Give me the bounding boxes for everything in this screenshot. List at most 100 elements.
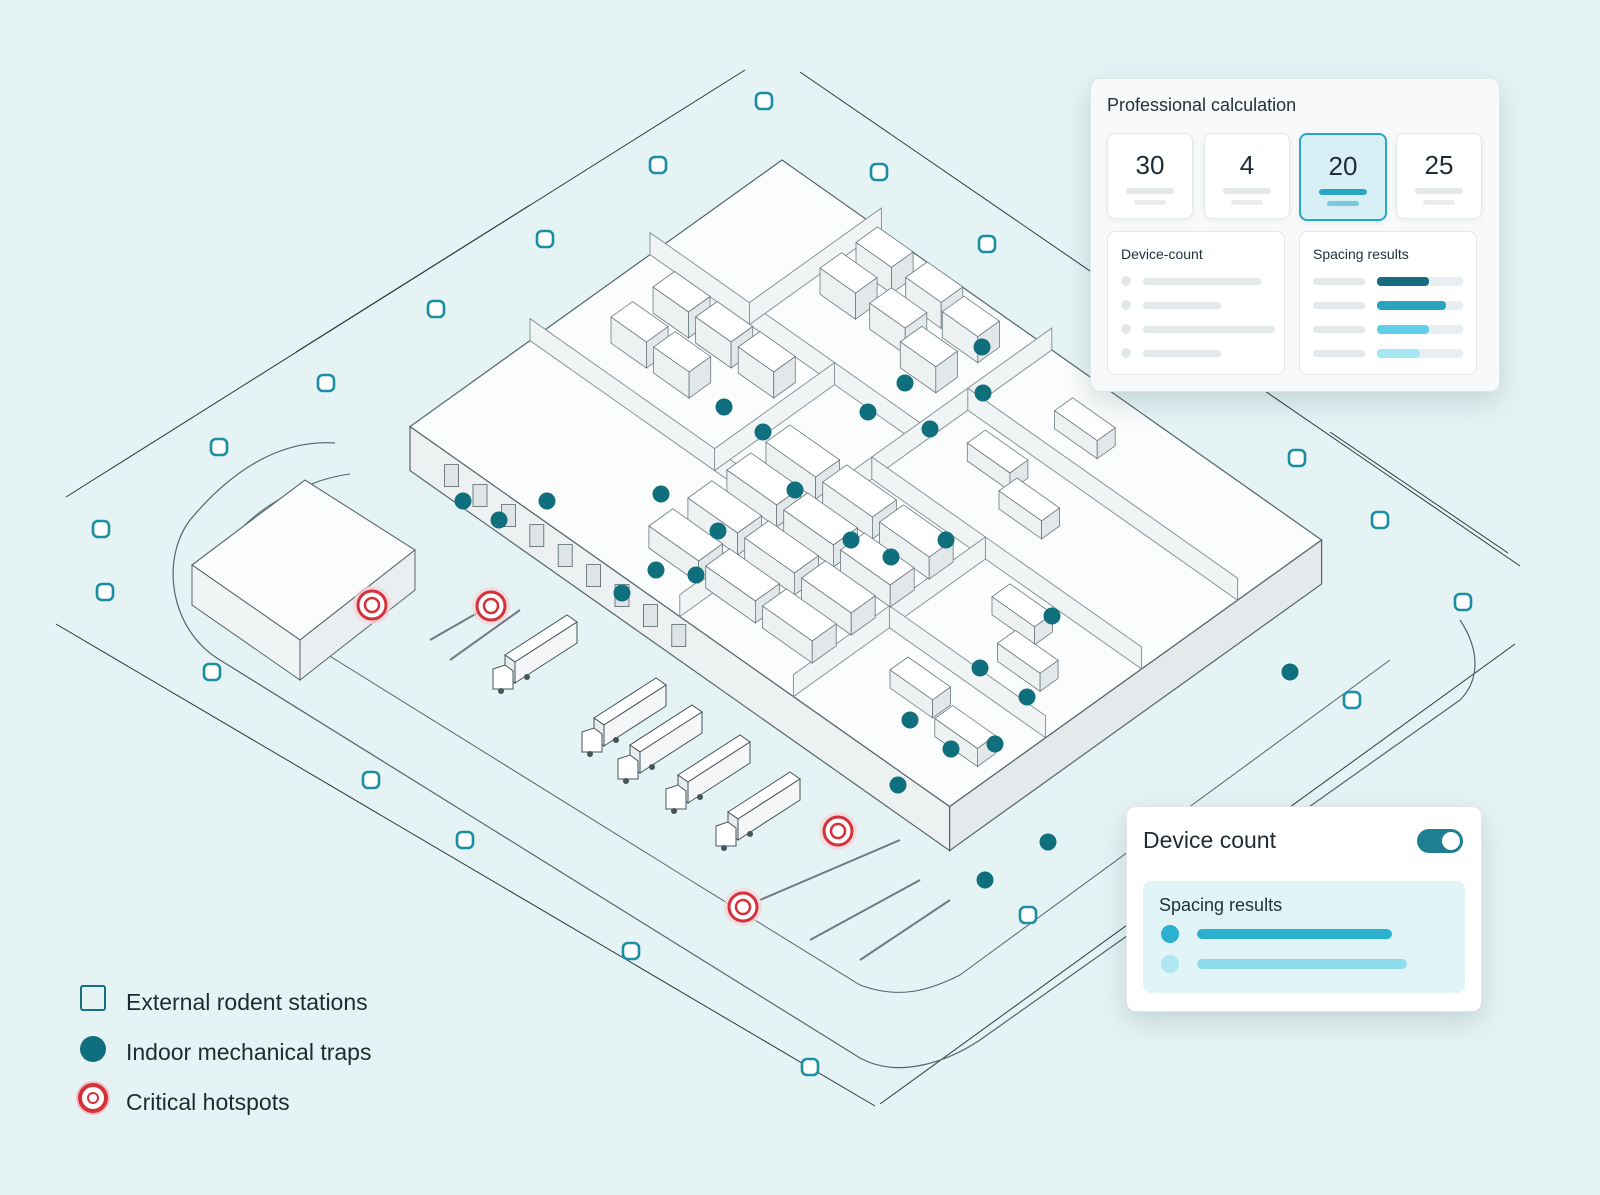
indoor-trap-icon: [80, 1036, 106, 1062]
hotspot-ring: [475, 590, 507, 622]
indoor-trap-icon: [921, 420, 939, 438]
truck-wheel: [587, 751, 593, 757]
external-stations: [91, 91, 1473, 1077]
indoor-trap-icon: [974, 384, 992, 402]
external-station-icon: [202, 662, 222, 682]
metric-caption-line: [1231, 200, 1263, 205]
metric-caption-line: [1126, 188, 1174, 194]
dock-door: [586, 564, 601, 587]
indoor-trap-icon: [647, 561, 665, 579]
dock-ramp: [859, 899, 951, 961]
external-station-icon: [621, 941, 641, 961]
external-station-icon: [1370, 510, 1390, 530]
truck-icon: [617, 704, 703, 784]
metric-tile-3-selected[interactable]: 20: [1299, 133, 1387, 221]
annex-wall: [191, 564, 301, 681]
legend-item-external: External rodent stations: [78, 985, 478, 1019]
indoor-trap-icon: [971, 659, 989, 677]
spacing-result-track: [1377, 277, 1463, 286]
equipment-bench-side: [1096, 427, 1116, 460]
indoor-trap-icon: [538, 492, 556, 510]
truck-icon: [492, 614, 578, 694]
hotspot-icon: [724, 888, 762, 926]
legend-label-external: External rodent stations: [126, 989, 368, 1015]
indoor-trap-icon: [937, 531, 955, 549]
spacing-results-panel-title: Spacing results: [1313, 246, 1409, 262]
indoor-trap-icon: [754, 423, 772, 441]
indoor-trap-icon: [1043, 607, 1061, 625]
external-station-icon: [1342, 690, 1362, 710]
truck-trailer-side: [514, 621, 578, 684]
dock-door: [671, 624, 687, 647]
spacing-result-row: [1313, 300, 1463, 310]
external-station-icon: [455, 830, 475, 850]
metric-caption-line: [1319, 189, 1367, 195]
dock-ramp: [759, 839, 901, 901]
device-count-toggle[interactable]: [1417, 829, 1463, 853]
device-count-row: [1121, 324, 1275, 334]
dock-door: [444, 464, 460, 488]
spacing-result-track: [1377, 301, 1463, 310]
metric-tile-4[interactable]: 25: [1396, 133, 1482, 219]
truck-wheel: [697, 794, 703, 800]
truck-cab: [581, 727, 603, 753]
spacing-result-label: [1313, 326, 1365, 333]
equipment-bench-side: [1041, 507, 1060, 540]
device-count-row: [1121, 300, 1271, 310]
external-station-icon: [361, 770, 381, 790]
external-station-icon: [800, 1057, 820, 1077]
hotspot-ring: [822, 815, 854, 847]
dock-door: [643, 604, 658, 627]
dimension-line: [55, 623, 876, 1107]
external-station-icon: [1287, 448, 1307, 468]
dock-ramp: [809, 879, 921, 941]
external-station-icon: [426, 299, 446, 319]
truck-trailer-side: [639, 711, 703, 774]
indoor-trap-icon: [1018, 688, 1036, 706]
spacing-dot: [1161, 925, 1179, 943]
spacing-result-fill: [1377, 325, 1429, 334]
critical-hotspots: [353, 586, 857, 926]
device-count-panel: Device-count: [1107, 231, 1285, 375]
external-station-icon: [80, 985, 106, 1011]
cold-storage-unit-side: [850, 595, 876, 636]
truck-cab: [492, 664, 514, 690]
hotspot-ring: [356, 589, 388, 621]
indoor-trap-icon: [687, 566, 705, 584]
external-station-icon: [1453, 592, 1473, 612]
equipment-bench-side: [1039, 659, 1059, 693]
truck-wheel: [649, 764, 655, 770]
indoor-trap-icon: [613, 584, 631, 602]
legend-item-hotspots: Critical hotspots: [78, 1083, 478, 1119]
metric-caption-line: [1415, 188, 1463, 194]
indoor-trap-icon: [986, 735, 1004, 753]
metric-tile-2[interactable]: 4: [1204, 133, 1290, 219]
hotspot-inner-ring: [363, 596, 381, 614]
external-station-icon: [869, 162, 889, 182]
spacing-result-row: [1313, 348, 1463, 358]
spacing-result-track: [1377, 349, 1463, 358]
cold-storage-unit-side: [811, 623, 837, 664]
dock-ramp: [449, 609, 521, 661]
spacing-result-label: [1313, 350, 1365, 357]
metric-value: 25: [1424, 150, 1454, 180]
metric-caption-line: [1423, 200, 1455, 205]
indoor-trap-icon: [901, 711, 919, 729]
truck-wheel: [747, 831, 753, 837]
truck-icon: [581, 677, 667, 757]
spacing-results-title: Spacing results: [1159, 895, 1283, 915]
trucks: [492, 614, 801, 851]
indoor-trap-icon: [709, 522, 727, 540]
spacing-result-fill: [1377, 277, 1429, 286]
spacing-bar: [1197, 929, 1392, 939]
indoor-trap-icon: [889, 776, 907, 794]
metric-tile-1[interactable]: 30: [1107, 133, 1193, 219]
spacing-result-track: [1377, 325, 1463, 334]
spacing-result-row: [1313, 324, 1463, 334]
device-count-row: [1121, 276, 1271, 286]
truck-trailer-side: [687, 741, 751, 804]
external-station-icon: [316, 373, 336, 393]
perimeter-path: [172, 442, 1476, 1069]
device-count-row: [1121, 348, 1271, 358]
